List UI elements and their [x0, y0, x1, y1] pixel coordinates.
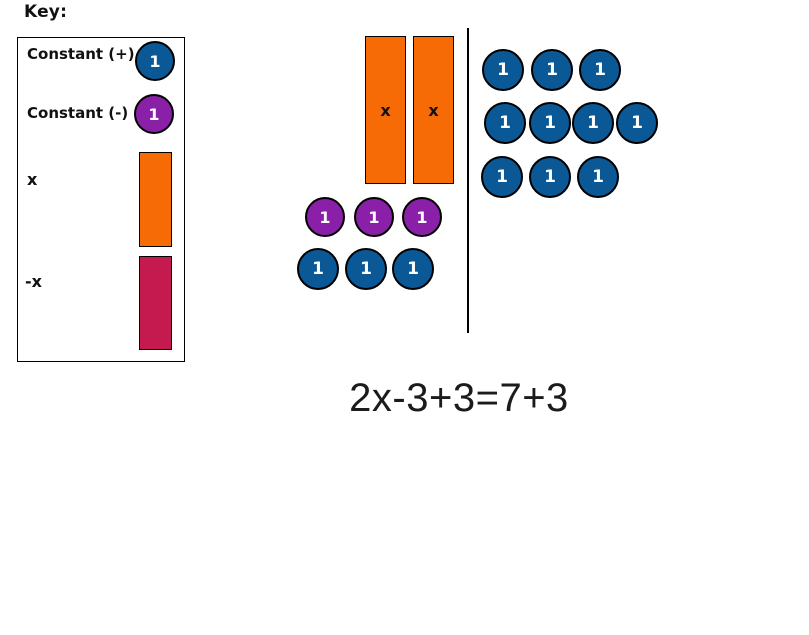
- x-tile[interactable]: x: [413, 36, 454, 184]
- key-negative-unit-tile: 1: [134, 94, 174, 134]
- key-label-constant-positive: Constant (+): [27, 45, 135, 63]
- equation-text: 2x-3+3=7+3: [349, 376, 569, 420]
- positive-unit-tile[interactable]: 1: [482, 49, 524, 91]
- key-positive-unit-tile: 1: [135, 41, 175, 81]
- key-label-constant-negative: Constant (-): [27, 104, 129, 122]
- positive-unit-tile[interactable]: 1: [616, 102, 658, 144]
- positive-unit-tile[interactable]: 1: [579, 49, 621, 91]
- key-label-x: x: [27, 170, 38, 189]
- positive-unit-tile[interactable]: 1: [531, 49, 573, 91]
- positive-unit-tile[interactable]: 1: [392, 248, 434, 290]
- positive-unit-tile[interactable]: 1: [297, 248, 339, 290]
- negative-unit-tile[interactable]: 1: [354, 197, 394, 237]
- positive-unit-tile[interactable]: 1: [481, 156, 523, 198]
- key-title: Key:: [24, 2, 68, 22]
- key-box: [17, 37, 185, 362]
- key-negative-x-tile: [139, 256, 172, 350]
- equals-divider-line: [467, 28, 469, 333]
- positive-unit-tile[interactable]: 1: [484, 102, 526, 144]
- positive-unit-tile[interactable]: 1: [345, 248, 387, 290]
- positive-unit-tile[interactable]: 1: [529, 156, 571, 198]
- positive-unit-tile[interactable]: 1: [529, 102, 571, 144]
- positive-unit-tile[interactable]: 1: [577, 156, 619, 198]
- negative-unit-tile[interactable]: 1: [402, 197, 442, 237]
- x-tile[interactable]: x: [365, 36, 406, 184]
- negative-unit-tile[interactable]: 1: [305, 197, 345, 237]
- key-label-negative-x: -x: [25, 272, 42, 291]
- positive-unit-tile[interactable]: 1: [572, 102, 614, 144]
- key-x-tile: [139, 152, 172, 247]
